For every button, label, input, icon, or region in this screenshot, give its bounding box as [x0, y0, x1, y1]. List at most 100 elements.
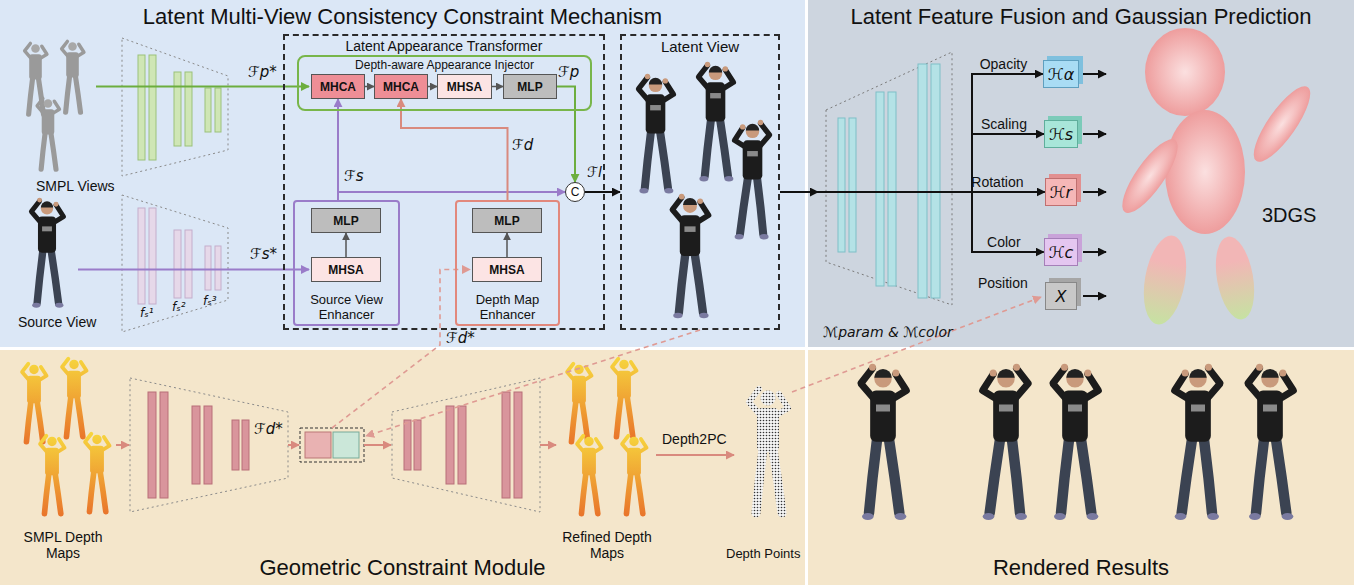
- feature-arrow: [96, 86, 309, 88]
- svg-rect: [215, 88, 221, 132]
- label-text: Depth2PC: [662, 431, 727, 447]
- svg-use: [85, 434, 110, 512]
- panel-ground: [808, 0, 1354, 347]
- label: fₛ³: [203, 294, 217, 308]
- node-text: C: [571, 185, 580, 199]
- label-text: SMPL Views: [36, 178, 115, 194]
- svg-use: [639, 74, 674, 194]
- svg-ellipse: [1245, 79, 1320, 169]
- svg-use: [25, 43, 47, 114]
- head-cube: ℋs: [1044, 120, 1078, 148]
- edge-label-text: Rotation: [971, 174, 1023, 190]
- enhancer-box: Depth Map EnhancerMLPMHSA: [455, 200, 560, 326]
- svg-rect: [333, 432, 359, 458]
- depth-encoder: [130, 378, 288, 512]
- svg-rect: [138, 208, 145, 304]
- mlp-block: MLP: [503, 74, 557, 99]
- connector: [492, 86, 503, 88]
- svg-g: [404, 392, 522, 498]
- edge-label-text: Opacity: [980, 56, 1027, 72]
- edge-label: Color: [987, 234, 1020, 250]
- svg-line: [1083, 133, 1106, 135]
- node-text: Latent Feature Fusion and Gaussian Predi…: [850, 4, 1311, 30]
- svg-rect: [232, 420, 239, 470]
- label-text: fₛ³: [203, 294, 217, 308]
- node-text: ℋs: [1049, 125, 1073, 144]
- svg-rect: [931, 64, 940, 298]
- enhancer-box: Source View EnhancerMLPMHSA: [293, 200, 400, 326]
- injector-box: Depth-aware Appearance InjectorMHCAMHCAM…: [297, 55, 592, 111]
- panel: Geometric Constraint Module: [0, 350, 805, 585]
- feature-arrow: [78, 269, 309, 271]
- svg-g: [1175, 364, 1221, 520]
- mlp-block: MLP: [472, 208, 542, 233]
- node-text: MHSA: [447, 80, 482, 94]
- svg-rect: [404, 420, 411, 470]
- svg-use: [62, 359, 87, 437]
- svg-line: [540, 444, 556, 446]
- svg-rect: [204, 406, 212, 484]
- edge-label: Opacity: [980, 56, 1027, 72]
- attention-block: MHCA: [374, 74, 428, 99]
- label-text: Refined Depth Maps: [562, 529, 652, 561]
- svg-use: [1248, 364, 1294, 520]
- svg-rect: [300, 428, 364, 462]
- svg-use: [40, 436, 65, 514]
- label: ℱl: [587, 164, 602, 180]
- mlp-block: MLP: [311, 208, 381, 233]
- gaussian-figure: [1113, 28, 1319, 328]
- connector: [958, 192, 1044, 252]
- node-text: ℋc: [1049, 243, 1074, 262]
- label: ℱs*: [250, 245, 277, 263]
- svg-rect: [876, 92, 884, 286]
- svg-g: [138, 55, 221, 160]
- depth-points: [749, 389, 788, 513]
- concat-circle: C: [565, 182, 585, 202]
- node-text: MLP: [333, 214, 358, 228]
- svg-line: [818, 191, 958, 193]
- label: ℱp: [558, 63, 579, 81]
- label-text: ℱd*: [254, 420, 283, 438]
- svg-rect: [446, 406, 454, 484]
- svg-line: [1083, 251, 1106, 253]
- connector: [557, 87, 575, 183]
- svg-rect: [160, 392, 168, 498]
- source-encoder: [122, 195, 228, 332]
- svg-rect: [458, 406, 466, 484]
- node-text: MHSA: [489, 263, 524, 277]
- node-text: MHCA: [320, 80, 356, 94]
- attention-block: MHSA: [311, 257, 381, 282]
- label: ℱd*: [446, 329, 475, 347]
- label-text: Source View: [18, 314, 96, 330]
- svg-use: [983, 364, 1029, 520]
- latent-links: [332, 270, 1041, 437]
- label-text: 3DGS: [1262, 204, 1316, 226]
- label-text: ℱd: [512, 136, 533, 154]
- svg-rect: [192, 406, 200, 484]
- label-text: ℱd*: [446, 329, 475, 347]
- node-text: Rendered Results: [993, 555, 1169, 581]
- node-text: ℳparam & ℳcolor: [823, 324, 953, 340]
- connector: [780, 191, 818, 193]
- label: Depth Points: [726, 546, 800, 561]
- svg-rect: [148, 392, 156, 498]
- node-text: Latent Multi-View Consistency Constraint…: [143, 4, 662, 30]
- label: ℱd*: [254, 420, 283, 438]
- svg-rect: [205, 246, 211, 290]
- svg-ellipse: [1165, 110, 1245, 234]
- label-text: fₛ²: [172, 300, 186, 314]
- svg-polygon: [122, 195, 228, 332]
- svg-line: [1083, 73, 1106, 75]
- svg-polygon: [130, 378, 288, 512]
- svg-ellipse: [1145, 28, 1225, 116]
- label: fₛ²: [172, 300, 186, 314]
- svg-use: [567, 364, 592, 442]
- panel-ground: [0, 350, 805, 585]
- svg-rect: [215, 246, 221, 290]
- svg-use: [622, 436, 647, 514]
- connector: [506, 233, 508, 257]
- svg-polygon: [122, 38, 228, 176]
- svg-use: [699, 62, 734, 182]
- label-text: ℱs*: [250, 245, 277, 263]
